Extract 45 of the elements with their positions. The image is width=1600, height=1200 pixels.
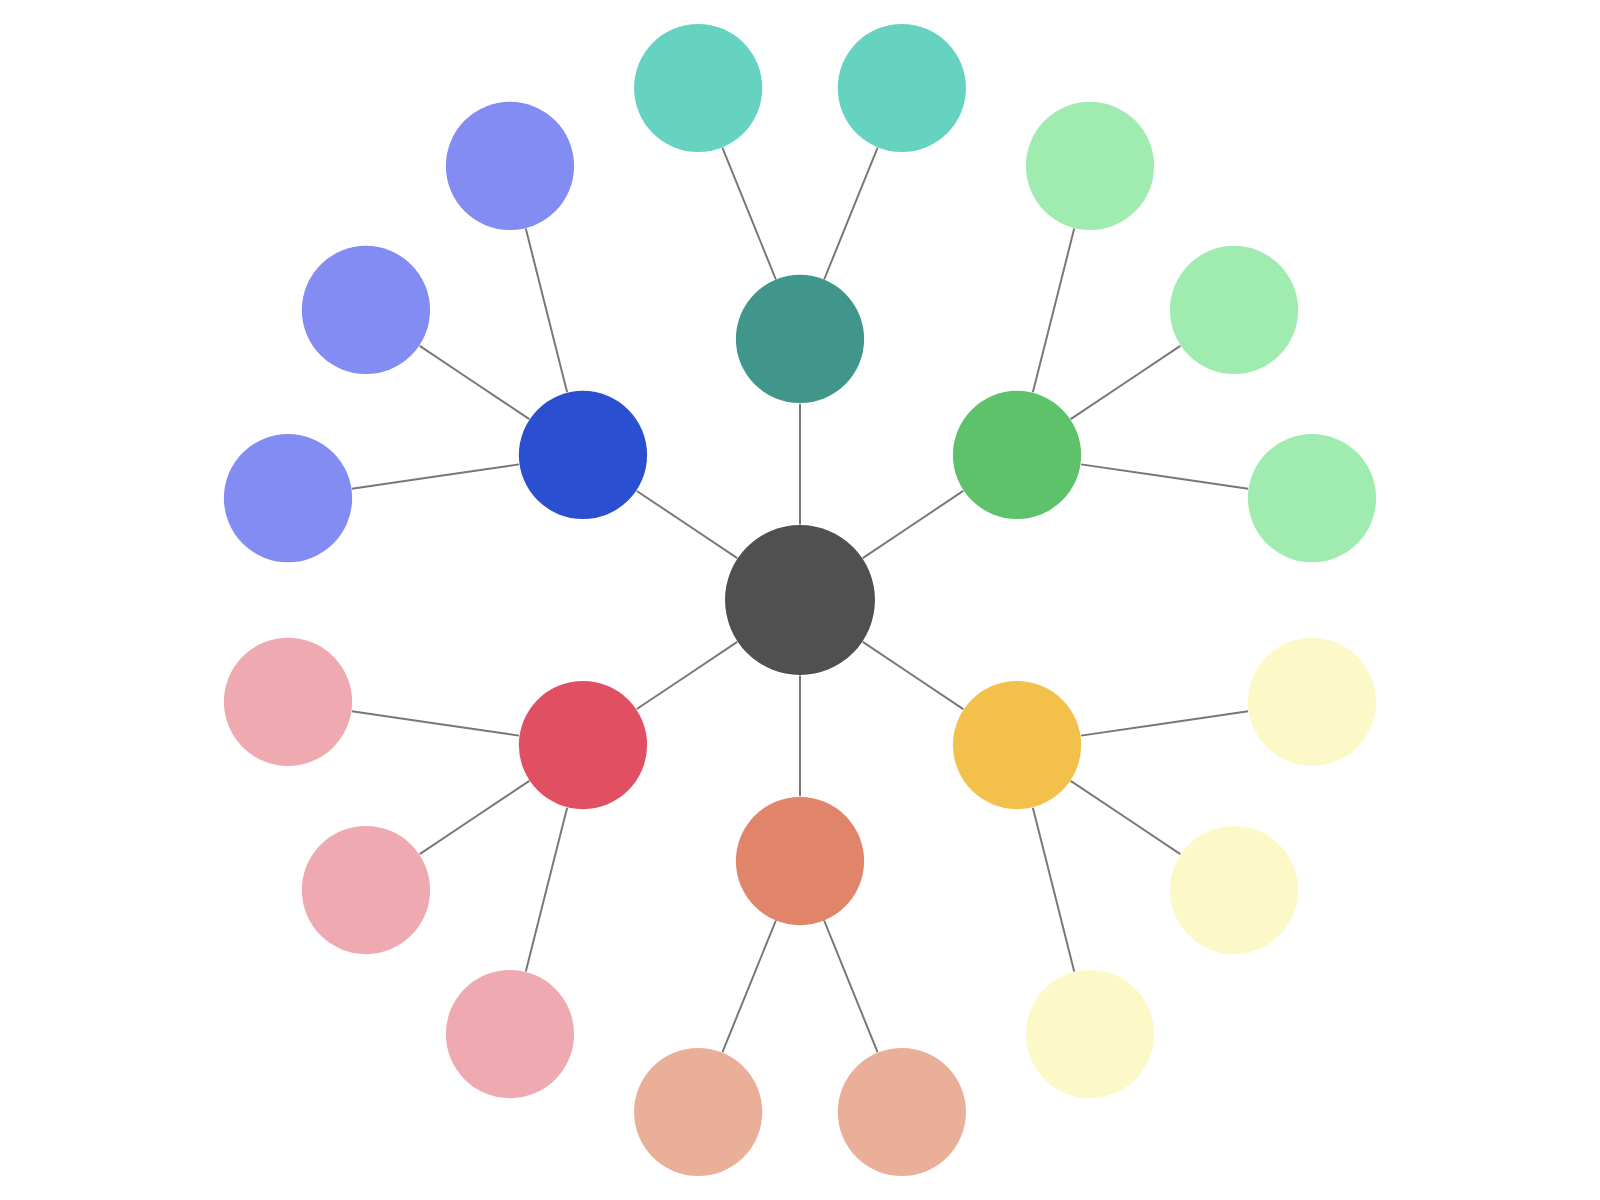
node-circle [1169, 825, 1299, 955]
connector [350, 710, 520, 737]
connector [350, 463, 520, 490]
connector [418, 344, 531, 421]
connector [823, 146, 879, 281]
connector [418, 779, 531, 856]
node-circle [1025, 969, 1155, 1099]
node-circle [837, 23, 966, 153]
connector [861, 489, 965, 560]
node-circle [445, 969, 575, 1099]
node-circle [223, 434, 353, 563]
node-circle [445, 101, 575, 231]
connector [1031, 806, 1076, 973]
connector [823, 919, 879, 1054]
node-circle [634, 23, 763, 153]
connector [1069, 344, 1182, 421]
connector [635, 640, 739, 711]
connector [721, 146, 777, 281]
node-circle [735, 274, 865, 404]
node-circle [518, 390, 648, 520]
connector [861, 640, 965, 711]
connector [799, 402, 801, 526]
connector [524, 806, 569, 973]
node-circle [1247, 637, 1377, 766]
node-circle [952, 390, 1082, 520]
connector [799, 674, 801, 798]
connector [635, 489, 739, 560]
node-circle [634, 1047, 763, 1177]
connector [1080, 710, 1250, 737]
node-circle [518, 680, 648, 810]
node-circle [301, 245, 431, 375]
connector [1031, 227, 1076, 394]
node-circle [223, 637, 353, 766]
node-circle [725, 525, 875, 675]
node-circle [837, 1047, 966, 1177]
node-circle [952, 680, 1082, 810]
connector [1080, 463, 1250, 490]
connector [1069, 779, 1182, 856]
connector [721, 919, 777, 1054]
node-circle [1025, 101, 1155, 231]
node-circle [1169, 245, 1299, 375]
node-circle [1247, 434, 1377, 563]
node-circle [735, 796, 865, 926]
connector [524, 227, 569, 394]
node-circle [301, 825, 431, 955]
